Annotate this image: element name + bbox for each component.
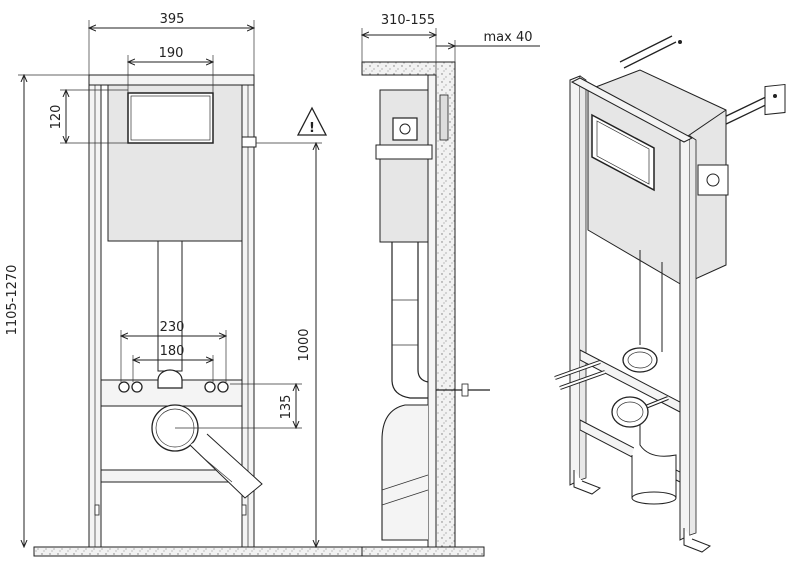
isometric-view (554, 35, 786, 553)
dim-frame-width: 395 (160, 12, 185, 27)
dim-panel-width: 190 (159, 46, 184, 61)
dim-spacing-outer: 230 (160, 320, 185, 335)
iso-drain (611, 396, 649, 428)
side-cistern (379, 89, 429, 243)
frame-top-rail (88, 74, 255, 86)
flush-panel (127, 92, 214, 144)
dim-pipe-offset: 135 (279, 395, 294, 420)
dim-total-height: 1105-1270 (5, 265, 20, 336)
flush-pipe (157, 240, 183, 372)
svg-text:!: ! (309, 121, 315, 136)
dim-floor-height: 1000 (297, 328, 312, 361)
iso-right-upright (679, 135, 691, 541)
iso-left-upright (569, 75, 581, 486)
dim-panel-height: 120 (49, 105, 64, 130)
warning-icon: ! (296, 106, 328, 136)
front-view: 395 190 120 1105-1270 230 180 135 1 (5, 12, 485, 557)
side-view: 310-155 max 40 (362, 13, 540, 557)
dim-spacing-inner: 180 (160, 344, 185, 359)
dim-wall-offset: max 40 (484, 30, 533, 45)
dim-side-depth: 310-155 (381, 13, 435, 28)
